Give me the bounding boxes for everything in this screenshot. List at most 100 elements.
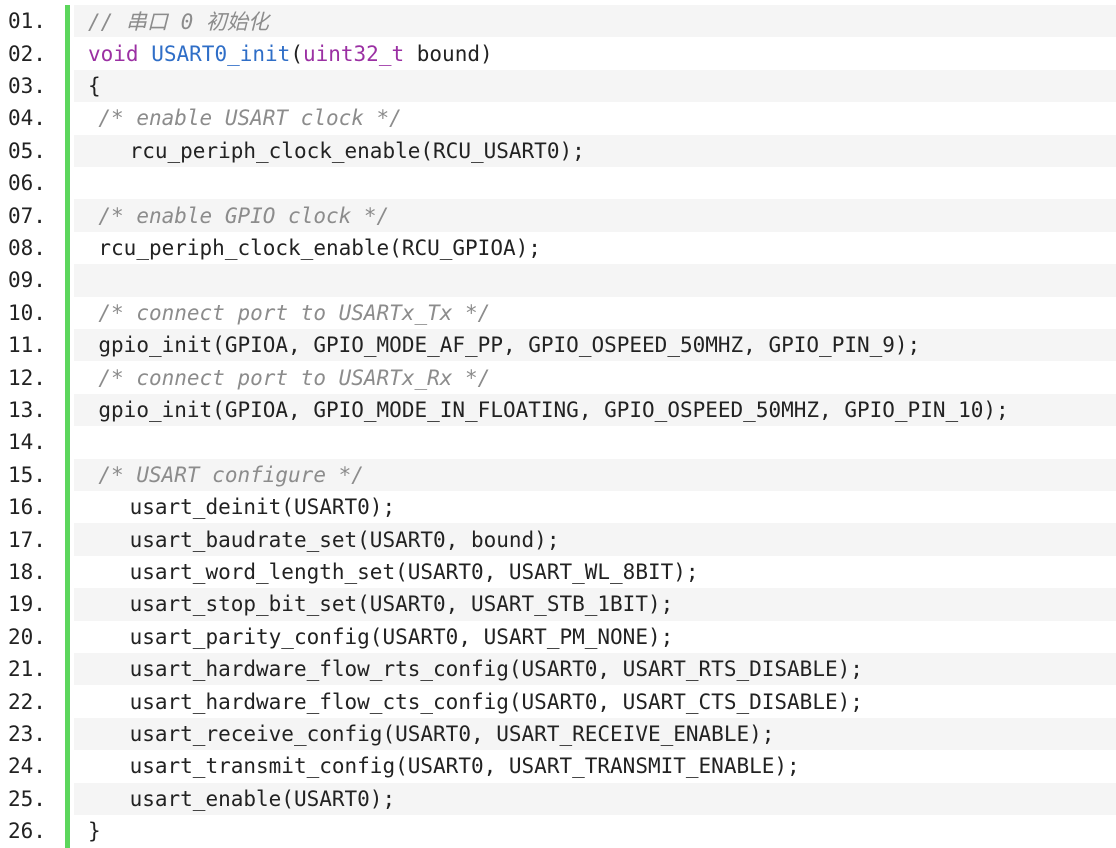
line-code: usart_receive_config(USART0, USART_RECEI…: [74, 717, 1116, 751]
line-number: 09.: [8, 268, 46, 293]
code-line: 21. usart_hardware_flow_rts_config(USART0…: [0, 653, 1116, 686]
line-number: 26.: [8, 819, 46, 844]
code-block-accent-bar: [65, 5, 70, 848]
line-code: /* enable USART clock */: [74, 102, 1116, 134]
line-code: // 串口 0 初始化: [74, 5, 1116, 38]
code-line: 19. usart_stop_bit_set(USART0, USART_STB_…: [0, 588, 1116, 621]
code-line: 18. usart_word_length_set(USART0, USART_W…: [0, 556, 1116, 588]
line-code: {: [74, 69, 1116, 103]
code-token-plain: rcu_periph_clock_enable(RCU_GPIOA);: [98, 235, 541, 260]
line-code: [74, 264, 1116, 297]
code-token-plain: usart_parity_config(USART0, USART_PM_NON…: [129, 624, 674, 649]
line-number: 10.: [8, 300, 46, 325]
line-code: /* connect port to USARTx_Tx */: [74, 297, 1116, 329]
line-code: usart_stop_bit_set(USART0, USART_STB_1BI…: [74, 588, 1116, 621]
line-number: 16.: [8, 495, 46, 520]
code-token-plain: usart_deinit(USART0);: [129, 495, 396, 520]
code-line: 05. rcu_periph_clock_enable(RCU_USART0);: [0, 134, 1116, 167]
line-code: /* enable GPIO clock */: [74, 199, 1116, 232]
code-token-plain: [139, 42, 152, 66]
line-number: 03.: [8, 73, 46, 98]
code-token-keyword: uint32_t: [302, 41, 405, 66]
code-line: 16. usart_deinit(USART0);: [0, 491, 1116, 523]
line-number: 12.: [8, 365, 46, 390]
line-code: usart_enable(USART0);: [74, 782, 1116, 815]
line-number: 24.: [8, 754, 46, 779]
line-number: 02.: [8, 41, 46, 66]
code-token-plain: (: [290, 41, 303, 66]
code-token-plain: usart_transmit_config(USART0, USART_TRAN…: [129, 754, 800, 779]
code-token-plain: usart_receive_config(USART0, USART_RECEI…: [129, 721, 775, 746]
code-token-comment: /* enable GPIO clock */: [98, 203, 390, 228]
code-line: 06.: [0, 167, 1116, 199]
code-block: 01. // 串口 0 初始化 02. void USART0_init(uint32…: [0, 5, 1116, 848]
code-token-plain: {: [88, 73, 101, 98]
code-line: 12. /* connect port to USARTx_Rx */: [0, 361, 1116, 393]
line-code: [74, 426, 1116, 458]
line-number: 05.: [8, 138, 46, 163]
line-code: rcu_periph_clock_enable(RCU_GPIOA);: [74, 232, 1116, 264]
code-token-plain: usart_enable(USART0);: [129, 786, 396, 811]
line-code: void USART0_init(uint32_t bound): [74, 37, 1116, 69]
line-number: 14.: [8, 430, 46, 455]
line-number: 13.: [8, 397, 46, 422]
line-code: }: [74, 815, 1116, 847]
code-line: 15. /* USART configure */: [0, 458, 1116, 491]
code-line: 02. void USART0_init(uint32_t bound): [0, 37, 1116, 69]
line-code: usart_transmit_config(USART0, USART_TRAN…: [74, 750, 1116, 782]
line-number: 07.: [8, 203, 46, 228]
code-line: 22. usart_hardware_flow_cts_config(USART0…: [0, 685, 1116, 717]
line-code: rcu_periph_clock_enable(RCU_USART0);: [74, 134, 1116, 167]
line-code: gpio_init(GPIOA, GPIO_MODE_IN_FLOATING, …: [74, 393, 1116, 427]
line-number: 22.: [8, 689, 46, 714]
code-line: 24. usart_transmit_config(USART0, USART_T…: [0, 750, 1116, 782]
code-token-fn: USART0_init: [151, 41, 291, 66]
code-token-comment: /* connect port to USARTx_Tx */: [98, 300, 491, 325]
code-token-comment: /* USART configure */: [98, 462, 364, 487]
code-line: 11. gpio_init(GPIOA, GPIO_MODE_AF_PP, GPI…: [0, 329, 1116, 362]
line-number: 11.: [8, 333, 46, 358]
code-token-keyword: void: [88, 41, 139, 66]
code-token-plain: bound): [404, 41, 493, 66]
code-line: 04. /* enable USART clock */: [0, 102, 1116, 134]
code-line: 08. rcu_periph_clock_enable(RCU_GPIOA);: [0, 232, 1116, 264]
line-number: 15.: [8, 462, 46, 487]
code-token-comment: /* connect port to USARTx_Rx */: [98, 365, 491, 390]
code-line: 07. /* enable GPIO clock */: [0, 199, 1116, 232]
code-line: 13. gpio_init(GPIOA, GPIO_MODE_IN_FLOATIN…: [0, 393, 1116, 427]
line-code: usart_word_length_set(USART0, USART_WL_8…: [74, 556, 1116, 588]
line-number: 21.: [8, 657, 46, 682]
code-line: 25.usart_enable(USART0);: [0, 782, 1116, 815]
code-token-plain: rcu_periph_clock_enable(RCU_USART0);: [129, 138, 585, 163]
line-code: gpio_init(GPIOA, GPIO_MODE_AF_PP, GPIO_O…: [74, 329, 1116, 362]
code-token-plain: usart_baudrate_set(USART0, bound);: [129, 527, 560, 552]
code-token-plain: usart_hardware_flow_cts_config(USART0, U…: [129, 689, 863, 714]
line-number: 19.: [8, 592, 46, 617]
line-code: usart_deinit(USART0);: [74, 491, 1116, 523]
line-number: 18.: [8, 559, 46, 584]
line-code: usart_hardware_flow_rts_config(USART0, U…: [74, 653, 1116, 686]
line-number: 23.: [8, 721, 46, 746]
code-token-plain: gpio_init(GPIOA, GPIO_MODE_IN_FLOATING, …: [98, 397, 1009, 422]
line-number: 17.: [8, 527, 46, 552]
code-token-comment: // 串口 0 初始化: [88, 10, 269, 35]
code-line: 14.: [0, 426, 1116, 458]
line-number: 04.: [8, 106, 46, 131]
code-token-plain: usart_hardware_flow_rts_config(USART0, U…: [129, 657, 863, 682]
code-token-plain: }: [88, 819, 101, 844]
code-line: 09.: [0, 264, 1116, 297]
code-line: 03. {: [0, 69, 1116, 103]
line-number: 06.: [8, 171, 46, 196]
code-line: 23. usart_receive_config(USART0, USART_RE…: [0, 717, 1116, 751]
line-number: 20.: [8, 624, 46, 649]
line-code: usart_parity_config(USART0, USART_PM_NON…: [74, 621, 1116, 653]
line-number: 01.: [8, 9, 46, 34]
code-token-comment: /* enable USART clock */: [98, 106, 402, 131]
line-number: 08.: [8, 235, 46, 260]
code-line: 17. usart_baudrate_set(USART0, bound);: [0, 523, 1116, 556]
code-token-plain: usart_word_length_set(USART0, USART_WL_8…: [129, 559, 699, 584]
line-code: /* connect port to USARTx_Rx */: [74, 361, 1116, 393]
code-line: 10. /* connect port to USARTx_Tx */: [0, 297, 1116, 329]
code-token-plain: gpio_init(GPIOA, GPIO_MODE_AF_PP, GPIO_O…: [98, 333, 921, 358]
line-code: /* USART configure */: [74, 458, 1116, 491]
